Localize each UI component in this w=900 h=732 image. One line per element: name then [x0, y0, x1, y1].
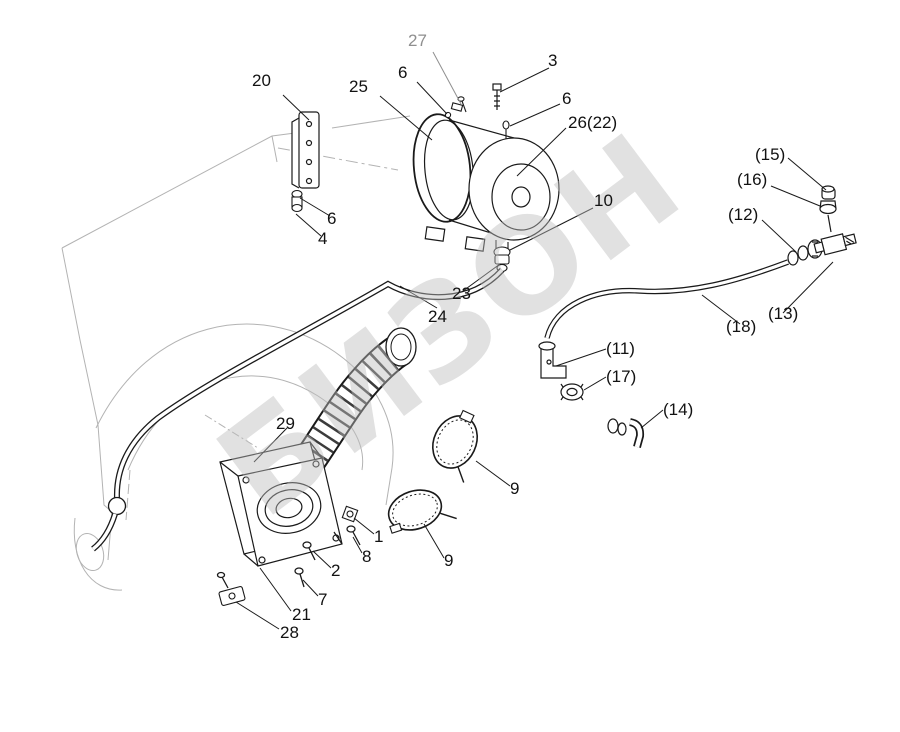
leader-11	[555, 348, 607, 367]
part-label-18: (18)	[726, 317, 757, 336]
screw-28	[216, 571, 229, 589]
hose-end-clamp	[107, 496, 127, 516]
part-label-26-22: 26(22)	[568, 113, 618, 132]
part-label-17: (17)	[606, 367, 637, 386]
parts-diagram: БИЗОН 20 27 3 6 25 6 26(22) 10 (15) (16)…	[61, 31, 857, 642]
part-label-14: (14)	[663, 400, 694, 419]
screw-8	[346, 525, 361, 546]
part-label-29: 29	[276, 414, 295, 433]
part-label-4: 4	[318, 229, 328, 248]
leader-29	[253, 427, 288, 463]
leader-9b	[423, 523, 445, 559]
leader-4	[295, 213, 322, 237]
clamp-band-25	[412, 113, 472, 223]
band-clamp-lower	[387, 489, 457, 534]
leader-7	[302, 579, 319, 597]
part-label-6-bracket: 6	[327, 209, 337, 228]
part-label-25: 25	[349, 77, 368, 96]
elbow-14	[607, 418, 645, 449]
leader-2	[312, 550, 332, 569]
valve-fitting-13	[813, 233, 857, 256]
leader-23	[462, 263, 501, 292]
leader-12	[761, 219, 797, 253]
screw-6-right	[502, 120, 510, 139]
mounting-bracket	[291, 111, 320, 189]
part-label-23: 23	[452, 284, 471, 303]
leader-17	[583, 376, 607, 391]
part-label-20: 20	[252, 71, 271, 90]
leader-15	[787, 157, 827, 191]
leader-28	[235, 601, 280, 630]
leader-1	[353, 517, 375, 535]
band-clamp-upper	[432, 409, 478, 483]
leader-3	[499, 67, 550, 93]
leader-24	[399, 285, 438, 309]
part-label-2: 2	[331, 561, 341, 580]
leader-6c	[299, 197, 331, 217]
part-label-12: (12)	[728, 205, 759, 224]
leader-21	[259, 567, 292, 612]
bolt-3	[492, 83, 502, 110]
leader-lines	[235, 51, 834, 630]
part-label-15: (15)	[755, 145, 786, 164]
leader-25	[379, 95, 433, 141]
hose-18	[544, 259, 789, 339]
intake-housing	[219, 441, 343, 567]
exploded-view-drawing	[61, 51, 857, 630]
square-nut-1	[341, 505, 359, 523]
flange-nut-17	[560, 383, 584, 401]
part-label-7: 7	[318, 590, 328, 609]
stem-and-nut-16	[819, 200, 837, 233]
leader-18	[701, 294, 741, 325]
canister-foot	[464, 236, 486, 252]
screw-2	[302, 541, 316, 561]
screw-7	[294, 567, 305, 588]
leader-6a	[416, 81, 448, 115]
leader-6b	[509, 103, 561, 127]
part-label-24: 24	[428, 307, 447, 326]
elbow-fitting-11	[538, 341, 567, 379]
plate-28	[218, 586, 246, 606]
part-label-16: (16)	[737, 170, 768, 189]
part-label-11: (11)	[606, 339, 635, 358]
cap-15	[821, 185, 836, 200]
leader-27	[432, 51, 462, 105]
leader-16	[770, 185, 821, 207]
part-label-9-lower: 9	[444, 551, 454, 570]
corrugated-hose	[289, 327, 417, 480]
leader-13	[782, 261, 834, 314]
part-label-13: (13)	[768, 304, 799, 323]
air-cleaner-canister	[412, 113, 560, 252]
part-label-28: 28	[280, 623, 299, 642]
part-label-3: 3	[548, 51, 558, 70]
bracket-spacer-bolt	[291, 189, 303, 213]
leader-9a	[475, 460, 511, 487]
leader-14	[640, 409, 664, 429]
part-label-8: 8	[362, 547, 372, 566]
part-label-6-top: 6	[398, 63, 408, 82]
leader-26	[516, 127, 567, 177]
hose-24	[91, 267, 505, 552]
leader-10	[509, 207, 594, 251]
filter-element-26	[491, 163, 551, 231]
part-label-27: 27	[408, 31, 427, 50]
leader-20	[282, 94, 310, 121]
part-label-9-upper: 9	[510, 479, 520, 498]
leader-8	[352, 536, 363, 554]
part-label-21: 21	[292, 605, 311, 624]
part-label-1: 1	[374, 527, 384, 546]
canister-foot	[424, 226, 446, 242]
part-label-10: 10	[594, 191, 613, 210]
part-label-6-right: 6	[562, 89, 572, 108]
